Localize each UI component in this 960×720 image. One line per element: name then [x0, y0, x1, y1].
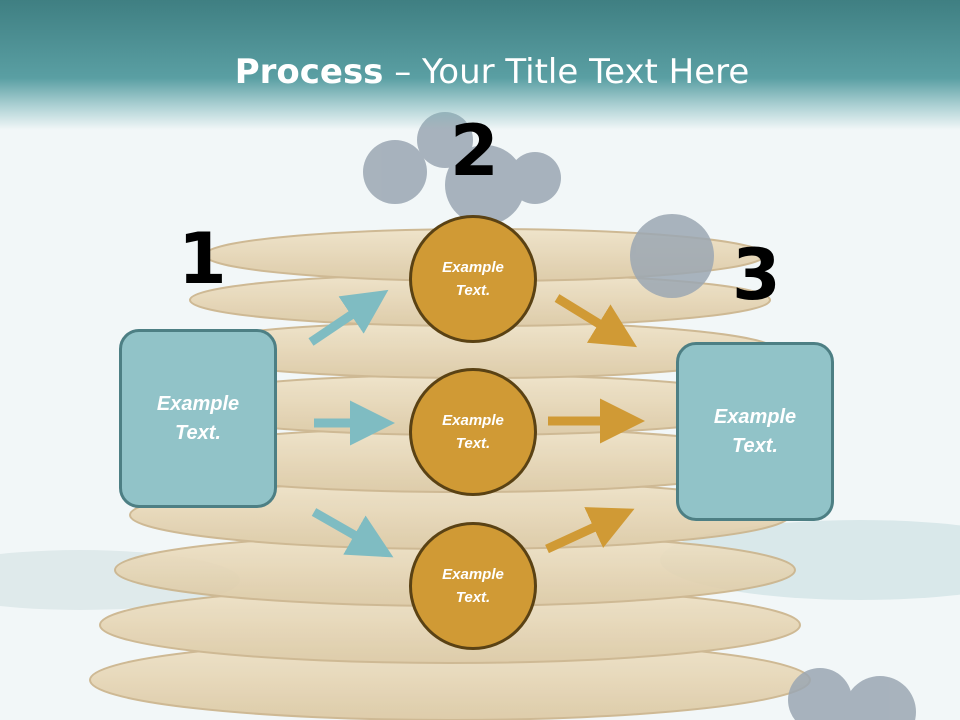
middle-circle-bottom[interactable]: Example Text.	[409, 522, 537, 650]
middle-circle-center-text: Example Text.	[442, 412, 504, 452]
step-number-2: 2	[450, 110, 499, 192]
arrow-bottom-to-right	[545, 507, 635, 554]
step-number-3: 3	[732, 234, 781, 316]
title-bar: Process – Your Title Text Here	[0, 0, 960, 130]
arrow-left-to-bottom	[311, 508, 394, 558]
left-step-box-text: Example Text.	[156, 392, 240, 444]
arrow-left-to-top	[308, 289, 389, 346]
arrow-top-to-right	[554, 294, 638, 348]
step-number-1: 1	[178, 218, 227, 300]
middle-circle-bottom-text: Example Text.	[442, 566, 504, 606]
middle-circle-top[interactable]: Example Text.	[409, 215, 537, 343]
middle-circle-center[interactable]: Example Text.	[409, 368, 537, 496]
middle-circle-top-text: Example Text.	[442, 259, 504, 299]
slide-title: Process – Your Title Text Here	[0, 52, 960, 92]
right-step-box-text: Example Text.	[713, 405, 797, 457]
left-step-box[interactable]: Example Text.	[119, 329, 277, 508]
right-step-box[interactable]: Example Text.	[676, 342, 834, 521]
title-rest: – Your Title Text Here	[383, 52, 750, 92]
title-bold: Process	[234, 52, 384, 92]
